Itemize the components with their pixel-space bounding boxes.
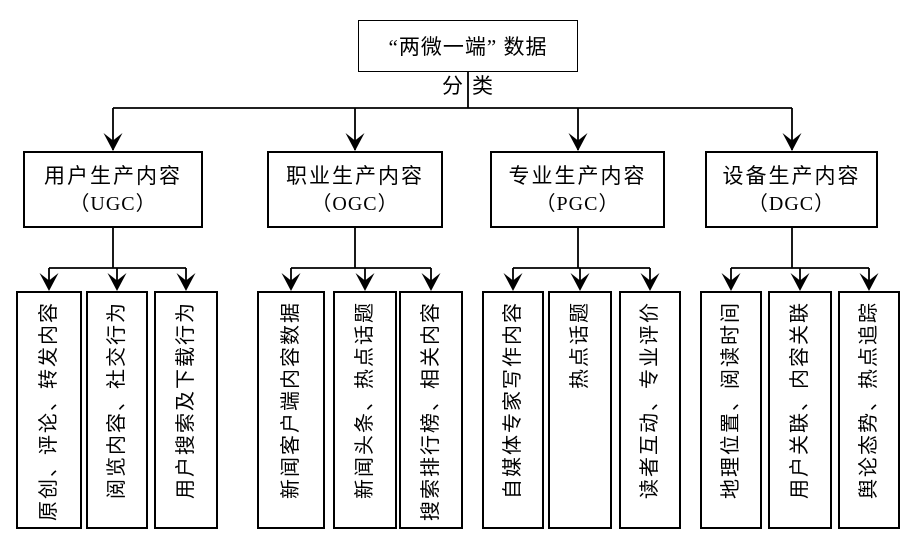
leaf-node-ogc-3: 搜索排行榜、相关内容 <box>399 291 463 529</box>
edge-label-classification: 分类 <box>442 74 502 98</box>
category-title: 设备生产内容 <box>722 164 861 188</box>
leaf-label: 新闻客户端内容数据 <box>280 301 302 499</box>
leaf-node-ogc-1: 新闻客户端内容数据 <box>257 291 325 529</box>
leaf-label: 舆论态势、热点追踪 <box>858 301 880 499</box>
category-title: 用户生产内容 <box>44 164 182 188</box>
leaf-node-ugc-1: 原创、评论、转发内容 <box>16 291 82 529</box>
leaf-label: 自媒体专家写作内容 <box>502 301 524 499</box>
category-title: 专业生产内容 <box>508 164 647 188</box>
category-title: 职业生产内容 <box>286 164 424 188</box>
leaf-node-pgc-3: 读者互动、专业评价 <box>619 291 681 529</box>
leaf-node-ugc-3: 用户搜索及下载行为 <box>154 291 218 529</box>
leaf-node-dgc-2: 用户关联、内容关联 <box>768 291 832 529</box>
category-node-ogc: 职业生产内容 （OGC） <box>267 151 443 228</box>
category-node-dgc: 设备生产内容 （DGC） <box>705 151 878 228</box>
leaf-node-ogc-2: 新闻头条、热点话题 <box>333 291 397 529</box>
category-node-pgc: 专业生产内容 （PGC） <box>490 151 665 228</box>
leaf-node-pgc-2: 热点话题 <box>548 291 612 529</box>
leaf-node-dgc-3: 舆论态势、热点追踪 <box>838 291 900 529</box>
leaf-label: 用户搜索及下载行为 <box>175 301 197 499</box>
leaf-label: 热点话题 <box>569 301 591 389</box>
leaf-node-ugc-2: 阅览内容、社交行为 <box>86 291 148 529</box>
leaf-label: 搜索排行榜、相关内容 <box>420 301 442 521</box>
leaf-label: 用户关联、内容关联 <box>789 301 811 499</box>
leaf-label: 阅览内容、社交行为 <box>106 301 128 499</box>
category-abbr: （UGC） <box>69 193 157 215</box>
category-node-ugc: 用户生产内容 （UGC） <box>23 151 203 228</box>
leaf-label: 新闻头条、热点话题 <box>354 301 376 499</box>
category-abbr: （DGC） <box>747 193 836 215</box>
leaf-node-pgc-1: 自媒体专家写作内容 <box>482 291 544 529</box>
root-node: “两微一端” 数据 <box>358 20 578 72</box>
category-abbr: （OGC） <box>311 193 399 215</box>
category-abbr: （PGC） <box>535 193 620 215</box>
leaf-label: 原创、评论、转发内容 <box>38 301 60 521</box>
leaf-node-dgc-1: 地理位置、阅读时间 <box>700 291 762 529</box>
leaf-label: 读者互动、专业评价 <box>639 301 661 499</box>
tree-edges <box>48 72 870 289</box>
leaf-label: 地理位置、阅读时间 <box>720 301 742 499</box>
